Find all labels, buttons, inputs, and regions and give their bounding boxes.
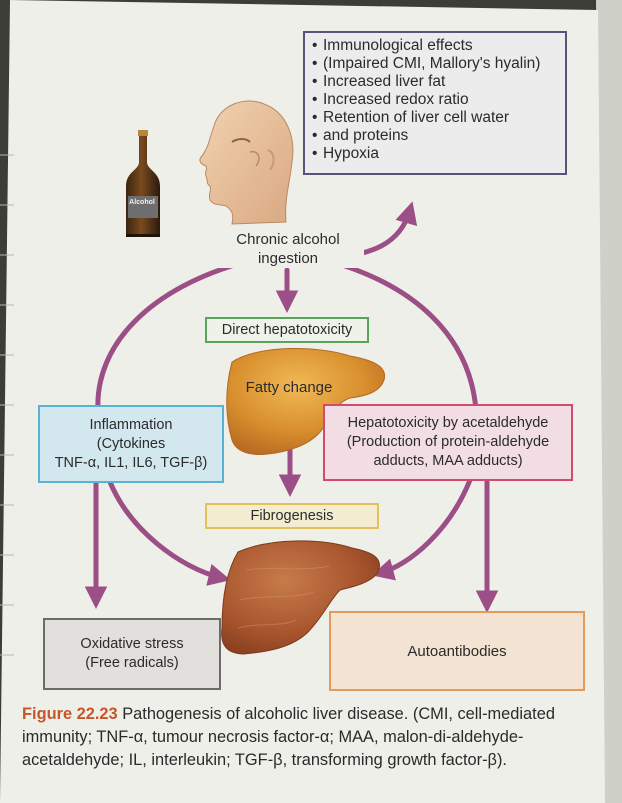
figure-caption: Figure 22.23 Pathogenesis of alcoholic l…	[22, 703, 607, 772]
effect-item: Immunological effects	[310, 37, 566, 55]
effect-item: Hypoxia	[310, 145, 566, 163]
inflammation-box: Inflammation (Cytokines TNF-α, IL1, IL6,…	[39, 406, 223, 482]
chronic-alcohol-ingestion-label: Chronic alcohol ingestion	[212, 230, 364, 268]
effect-item-detail: (Impaired CMI, Mallory's hyalin)	[310, 55, 566, 73]
oxidative-stress-box: Oxidative stress (Free radicals)	[44, 619, 220, 689]
effect-item-detail: and proteins	[310, 127, 566, 145]
fibrogenesis-box: Fibrogenesis	[206, 504, 378, 528]
effect-item: Increased liver fat	[310, 73, 566, 91]
bottle-label: Alcohol	[127, 199, 157, 206]
fatty-change-label: Fatty change	[234, 379, 344, 396]
effect-item: Increased redox ratio	[310, 91, 566, 109]
effects-box: Immunological effects (Impaired CMI, Mal…	[310, 37, 566, 163]
autoantibodies-box: Autoantibodies	[330, 612, 584, 690]
direct-hepatotoxicity-box: Direct hepatotoxicity	[206, 318, 368, 342]
effect-item: Retention of liver cell water	[310, 109, 566, 127]
figure-number: Figure 22.23	[22, 705, 118, 723]
acetaldehyde-box: Hepatotoxicity by acetaldehyde (Producti…	[324, 405, 572, 480]
